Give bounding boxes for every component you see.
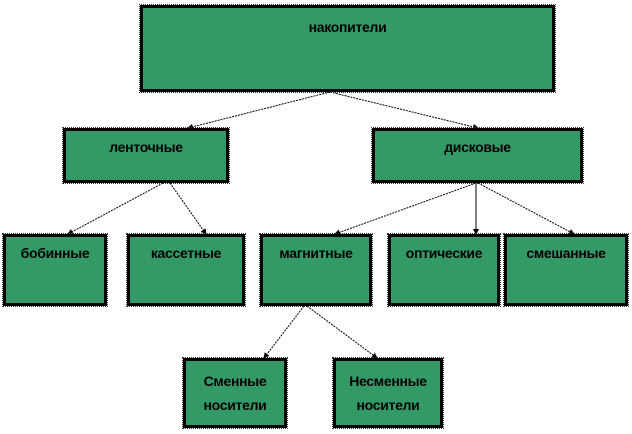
node-disk: дисковые — [371, 127, 584, 184]
node-optical: оптические — [387, 233, 501, 307]
edge-disk-magnetic — [334, 182, 477, 236]
edge-tape-cassette — [169, 182, 207, 235]
node-reel: бобинные — [2, 233, 108, 307]
node-label: магнитные — [279, 245, 353, 261]
node-label-line2: носители — [203, 397, 267, 413]
edge-magnetic-removable — [263, 305, 305, 359]
edge-root-disk — [329, 91, 479, 130]
node-label-line1: Несменные — [349, 373, 427, 389]
node-label-line1: Сменные — [203, 373, 267, 389]
edge-disk-mixed — [477, 182, 575, 235]
node-mixed: смешанные — [503, 233, 629, 307]
node-label: дисковые — [444, 139, 511, 155]
node-magnetic: магнитные — [259, 233, 373, 307]
node-removable-media: Сменные носители — [182, 357, 288, 429]
node-label: ленточные — [109, 139, 183, 155]
node-label: оптические — [405, 245, 483, 261]
edge-tape-reel — [67, 182, 164, 235]
node-label: смешанные — [526, 245, 606, 261]
node-label-line2: носители — [356, 397, 420, 413]
node-fixed-media: Несменные носители — [332, 357, 444, 429]
node-label: накопители — [308, 19, 387, 35]
node-tape: ленточные — [62, 127, 230, 184]
edge-root-tape — [187, 91, 331, 130]
node-label: бобинные — [20, 245, 90, 261]
node-root: накопители — [139, 4, 556, 93]
node-cassette: кассетные — [126, 233, 246, 307]
edge-magnetic-fixed — [306, 305, 378, 359]
node-label: кассетные — [150, 245, 222, 261]
